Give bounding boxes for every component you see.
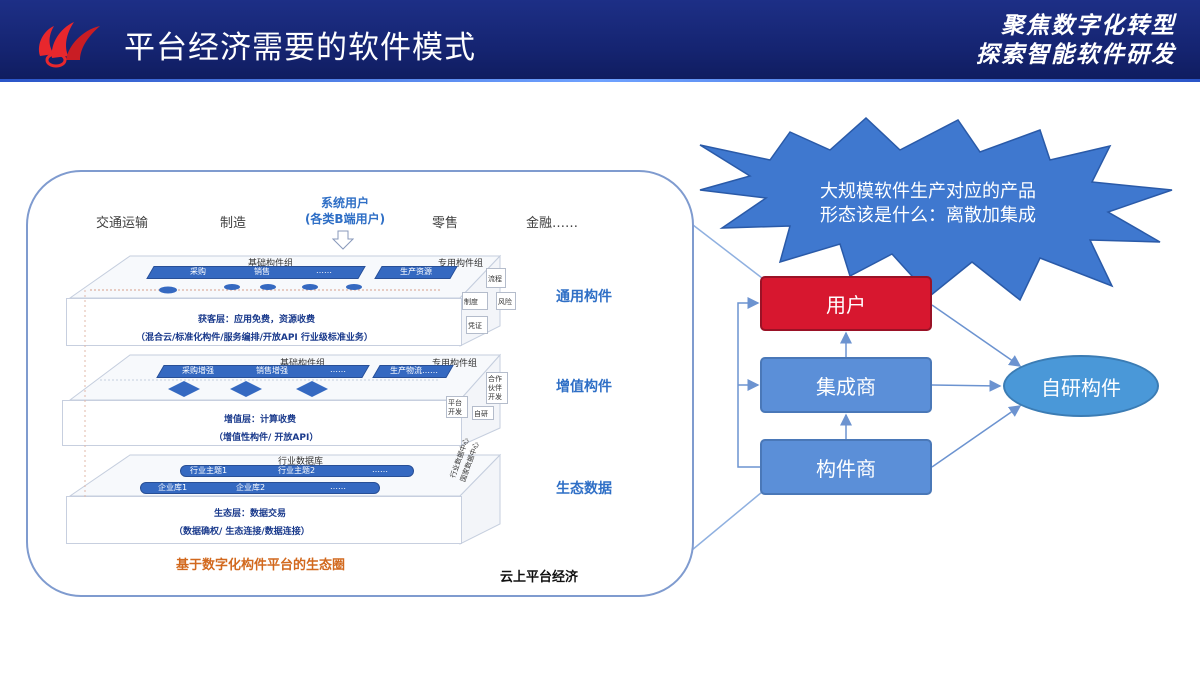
industry-manufacturing: 制造 xyxy=(220,216,247,231)
panel-link-bottom xyxy=(679,491,763,561)
layer2-text-1: 增值层：计算收费 xyxy=(224,415,297,425)
component-vendor-node: 构件商 xyxy=(760,439,932,495)
header-bar: 平台经济需要的软件模式 聚焦数字化转型 探索智能软件研发 xyxy=(0,0,1200,82)
slogan-line-2: 探索智能软件研发 xyxy=(976,42,1176,68)
layer3-enterprise-1: 企业库1 xyxy=(158,483,188,492)
layer1-label: 通用构件 xyxy=(556,289,612,305)
layer3-topic-2: 行业主题2 xyxy=(278,466,316,475)
layer2-group-basic: 基础构件组 xyxy=(280,359,326,369)
callout-burst-shape xyxy=(699,116,1173,302)
layer1-side-risk: 风险 xyxy=(496,292,516,310)
slogan: 聚焦数字化转型 探索智能软件研发 xyxy=(976,12,1176,70)
layer3-text-2: （数据确权/ 生态连接/数据连接） xyxy=(174,527,310,537)
layer3-front xyxy=(66,496,462,544)
layer2-front xyxy=(62,400,462,446)
page-title: 平台经济需要的软件模式 xyxy=(124,30,476,66)
callout-line-2: 形态该是什么：离散加集成 xyxy=(820,205,1036,226)
layer3-bottom-band xyxy=(140,482,380,494)
integrator-node: 集成商 xyxy=(760,357,932,413)
slogan-line-1: 聚焦数字化转型 xyxy=(1001,13,1176,39)
layer3-enterprise-more: …… xyxy=(330,482,346,491)
callout-text: 大规模软件生产对应的产品 形态该是什么：离散加集成 xyxy=(798,180,1058,228)
layer2-item-more: …… xyxy=(330,365,346,374)
arrow-user-to-self xyxy=(931,304,1022,367)
cloud-economy-label: 云上平台经济 xyxy=(500,570,579,585)
layer2-label: 增值构件 xyxy=(556,379,612,395)
layer3-enterprise-2: 企业库2 xyxy=(236,483,266,492)
system-user-label: 系统用户 (各类B端用户) xyxy=(290,195,400,227)
layer1-node-dots xyxy=(159,284,362,294)
layer3-group-basic: 行业数据库 xyxy=(278,457,324,467)
system-user-line-1: 系统用户 xyxy=(320,196,369,210)
layer1-side-process: 流程 xyxy=(486,268,506,288)
layer3-top-band xyxy=(180,465,414,477)
industry-retail: 零售 xyxy=(432,216,459,231)
layer2-item-sales: 销售增强 xyxy=(256,366,288,375)
layer3-topic-1: 行业主题1 xyxy=(190,466,228,475)
layer1-item-sales: 销售 xyxy=(254,267,270,276)
header-divider xyxy=(0,79,1200,82)
layer2-side-partner: 合作伙伴开发 xyxy=(486,372,508,404)
layer1-item-more: …… xyxy=(316,266,332,275)
ecosystem-footer: 基于数字化构件平台的生态圈 xyxy=(176,558,346,573)
layer-guide-line xyxy=(84,290,86,500)
layer1-item-purchase: 采购 xyxy=(190,267,206,276)
layer3-label: 生态数据 xyxy=(556,481,612,497)
layer2-group-special: 专用构件组 xyxy=(432,359,478,369)
layer2-side-self: 自研 xyxy=(472,406,494,420)
layer1-group-special: 专用构件组 xyxy=(438,259,484,269)
system-user-line-2: (各类B端用户) xyxy=(304,212,386,226)
layer1-special-item: 生产资源 xyxy=(400,267,432,276)
arrow-vendor-to-self xyxy=(931,405,1022,468)
layer1-front xyxy=(66,298,462,346)
industry-finance: 金融…… xyxy=(526,216,579,231)
arrow-integrator-to-self xyxy=(931,379,1002,392)
layer2-diamonds xyxy=(168,381,328,397)
layer3-text-1: 生态层：数据交易 xyxy=(214,509,287,519)
company-logo-icon xyxy=(38,22,100,68)
layer2-item-purchase: 采购增强 xyxy=(182,366,214,375)
layer1-side-policy: 制度 xyxy=(462,292,488,310)
self-developed-node: 自研构件 xyxy=(1003,355,1159,417)
user-node: 用户 xyxy=(760,276,932,331)
layer1-text-1: 获客层：应用免费，资源收费 xyxy=(198,315,316,325)
layer3-topic-more: …… xyxy=(372,465,388,474)
layer1-text-2: （混合云/标准化构件/服务编排/开放API 行业级标准业务） xyxy=(136,333,373,343)
layer1-side-voucher: 凭证 xyxy=(466,316,488,334)
down-arrow-icon xyxy=(332,230,354,250)
layer2-text-2: （增值性构件/ 开放API） xyxy=(214,433,319,443)
callout-line-1: 大规模软件生产对应的产品 xyxy=(820,181,1036,202)
layer1-group-basic: 基础构件组 xyxy=(248,259,294,269)
layer2-side-platform: 平台开发 xyxy=(446,396,468,418)
layer2-special-item: 生产物流…… xyxy=(390,366,438,375)
industry-transport: 交通运输 xyxy=(96,216,149,231)
